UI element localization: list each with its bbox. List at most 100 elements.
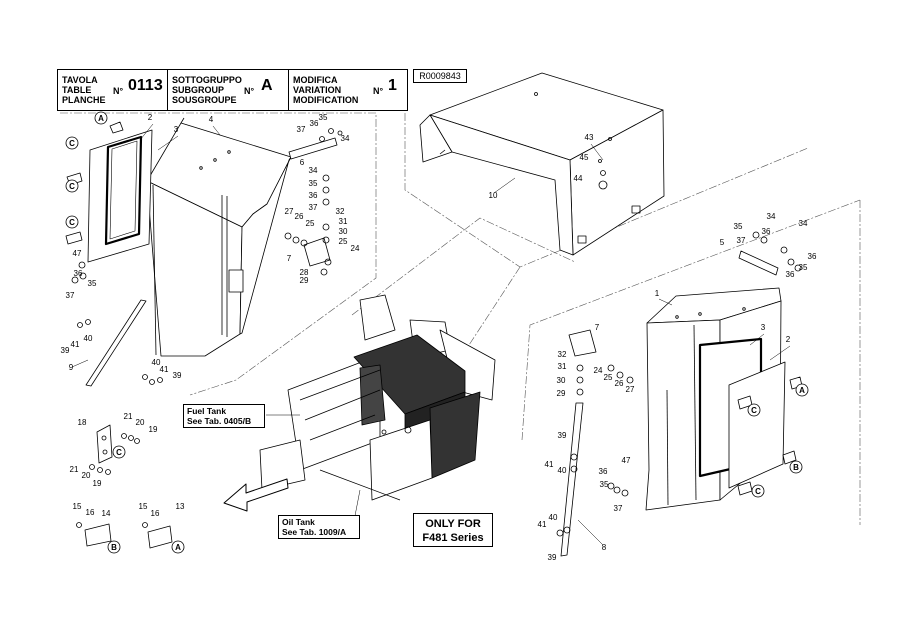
part-callout-39: 39 — [558, 431, 567, 440]
part-callout-34: 34 — [767, 212, 776, 221]
fuel-tank-note: Fuel Tank See Tab. 0405/B — [183, 404, 265, 428]
part-callout-4: 4 — [209, 115, 214, 124]
oil-tank-title: Oil Tank — [282, 517, 315, 527]
part-callout-24: 24 — [594, 366, 603, 375]
part-callout-40: 40 — [558, 466, 567, 475]
part-callout-35: 35 — [734, 222, 743, 231]
subgroup-label-en: SUBGROUP — [172, 85, 225, 95]
part-callout-29: 29 — [557, 389, 566, 398]
part-callout-15: 15 — [139, 502, 148, 511]
oil-tank-note: Oil Tank See Tab. 1009/A — [278, 515, 360, 539]
view-circle-c: C — [747, 403, 761, 417]
view-circle-label: C — [755, 487, 761, 496]
callout-leader-lines — [71, 123, 791, 546]
part-callout-36: 36 — [808, 252, 817, 261]
part-callout-27: 27 — [626, 385, 635, 394]
part-callout-37: 37 — [66, 291, 75, 300]
part-callout-39: 39 — [61, 346, 70, 355]
part-callout-13: 13 — [176, 502, 185, 511]
part-callout-7: 7 — [287, 254, 292, 263]
part-callout-15: 15 — [73, 502, 82, 511]
subgroup-no-prefix: N° — [244, 86, 255, 96]
part-callout-36: 36 — [599, 467, 608, 476]
part-callout-8: 8 — [602, 543, 607, 552]
modification-no-prefix: N° — [373, 86, 384, 96]
part-callout-3: 3 — [761, 323, 766, 332]
part-callout-26: 26 — [295, 212, 304, 221]
left-door-part — [87, 129, 153, 263]
view-circle-label: B — [111, 543, 117, 552]
part-callout-9: 9 — [69, 363, 74, 372]
part-callout-10: 10 — [489, 191, 498, 200]
part-callout-39: 39 — [173, 371, 182, 380]
fasteners — [71, 128, 802, 537]
part-callout-35: 35 — [319, 113, 328, 122]
table-label-en: TABLE — [62, 85, 92, 95]
left-enclosure-part — [146, 117, 292, 357]
part-callout-20: 20 — [136, 418, 145, 427]
only-for-label: ONLY FOR — [425, 518, 481, 530]
subgroup-value: A — [261, 77, 273, 94]
part-callout-25: 25 — [339, 237, 348, 246]
subgroup-label-fr: SOUSGROUPE — [172, 95, 237, 105]
right-door-part — [728, 361, 786, 489]
bar-part-left — [288, 137, 338, 160]
part-callout-34: 34 — [799, 219, 808, 228]
part-callout-41: 41 — [545, 460, 554, 469]
view-circle-b: B — [107, 540, 121, 554]
part-callout-47: 47 — [622, 456, 631, 465]
view-circle-label: A — [175, 543, 181, 552]
view-circle-c: C — [751, 484, 765, 498]
part-callout-31: 31 — [558, 362, 567, 371]
part-callout-36: 36 — [309, 191, 318, 200]
fuel-tank-title: Fuel Tank — [187, 406, 227, 416]
hinge-parts — [65, 121, 803, 549]
part-callout-41: 41 — [71, 340, 80, 349]
part-callout-2: 2 — [148, 113, 153, 122]
bar-part — [738, 250, 779, 276]
part-callout-39: 39 — [548, 553, 557, 562]
part-callout-7: 7 — [595, 323, 600, 332]
part-callout-26: 26 — [615, 379, 624, 388]
part-callout-37: 37 — [309, 203, 318, 212]
view-circle-label: C — [69, 218, 75, 227]
machine-chassis — [259, 294, 496, 501]
part-callout-29: 29 — [300, 276, 309, 285]
part-callout-1: 1 — [655, 289, 660, 298]
part-callout-36: 36 — [310, 119, 319, 128]
part-callout-37: 37 — [297, 125, 306, 134]
part-callout-37: 37 — [737, 236, 746, 245]
part-callout-41: 41 — [160, 365, 169, 374]
part-callout-32: 32 — [558, 350, 567, 359]
part-callout-5: 5 — [720, 238, 725, 247]
table-no-prefix: N° — [113, 86, 124, 96]
drawing-reference: R0009843 — [413, 69, 467, 83]
group-separator-lines — [60, 112, 861, 525]
part-callout-21: 21 — [124, 412, 133, 421]
part-callout-27: 27 — [285, 207, 294, 216]
part-callout-30: 30 — [339, 227, 348, 236]
view-circle-a: A — [795, 383, 809, 397]
part-callout-40: 40 — [549, 513, 558, 522]
part-callout-19: 19 — [149, 425, 158, 434]
part-callout-35: 35 — [88, 279, 97, 288]
part-callout-31: 31 — [339, 217, 348, 226]
view-circle-label: C — [69, 182, 75, 191]
top-cover-part — [419, 72, 665, 256]
part-callout-16: 16 — [151, 509, 160, 518]
part-callout-44: 44 — [574, 174, 583, 183]
part-callout-34: 34 — [341, 134, 350, 143]
part-callout-45: 45 — [580, 153, 589, 162]
right-side-panel-part — [560, 402, 584, 557]
view-circle-c: C — [65, 136, 79, 150]
part-callout-24: 24 — [351, 244, 360, 253]
view-circle-c: C — [112, 445, 126, 459]
part-callout-47: 47 — [73, 249, 82, 258]
modification-label-it: MODIFICA — [293, 75, 338, 85]
modification-label-en: VARIATION — [293, 85, 342, 95]
part-callout-2: 2 — [786, 335, 791, 344]
part-callout-35: 35 — [600, 480, 609, 489]
part-callout-40: 40 — [152, 358, 161, 367]
view-circle-c: C — [65, 215, 79, 229]
